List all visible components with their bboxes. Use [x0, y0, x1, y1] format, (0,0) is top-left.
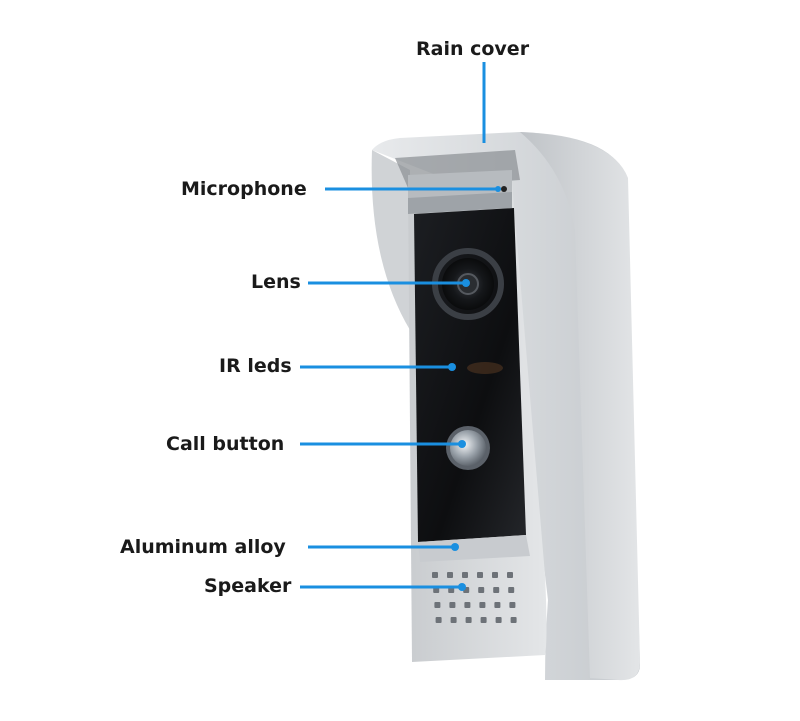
speaker-hole: [494, 602, 501, 608]
callout-dot-ir-leds: [448, 363, 456, 371]
label-call-button: Call button: [166, 433, 285, 455]
speaker-grille: [432, 572, 517, 623]
call-button-cap: [450, 430, 486, 466]
callout-dot-call-button: [458, 440, 466, 448]
label-lens: Lens: [251, 271, 301, 293]
speaker-hole: [492, 572, 498, 578]
speaker-hole: [434, 602, 441, 608]
ir-leds-glow: [467, 362, 503, 374]
microphone-hole: [501, 186, 507, 192]
aluminum-alloy-strip: [418, 535, 530, 562]
callout-dot-aluminum-alloy: [451, 543, 459, 551]
speaker-hole: [465, 617, 472, 623]
rain-cover-shell: [372, 132, 640, 680]
speaker-hole: [510, 617, 517, 623]
label-speaker: Speaker: [204, 575, 292, 597]
callout-dot-speaker: [458, 583, 466, 591]
speaker-hole: [480, 617, 487, 623]
speaker-hole: [462, 572, 468, 578]
callout-lines: [300, 62, 498, 589]
speaker-hole: [507, 572, 513, 578]
label-ir-leds: IR leds: [219, 355, 292, 377]
callout-dots: [448, 186, 501, 591]
speaker-hole: [432, 572, 438, 578]
speaker-hole: [450, 617, 457, 623]
speaker-hole: [495, 617, 502, 623]
callout-dot-microphone: [495, 186, 501, 192]
rain-cover-side: [520, 132, 640, 681]
speaker-hole: [449, 602, 456, 608]
speaker-hole: [508, 587, 515, 593]
rain-cover-front: [371, 150, 410, 330]
label-rain-cover: Rain cover: [416, 38, 530, 60]
callout-dot-lens: [462, 279, 470, 287]
speaker-hole: [435, 617, 442, 623]
speaker-hole: [479, 602, 486, 608]
speaker-hole: [447, 572, 453, 578]
speaker-hole: [478, 587, 485, 593]
speaker-hole: [509, 602, 516, 608]
speaker-hole: [464, 602, 471, 608]
speaker-hole: [477, 572, 483, 578]
speaker-hole: [493, 587, 500, 593]
label-aluminum-alloy: Aluminum alloy: [120, 536, 286, 558]
label-microphone: Microphone: [181, 178, 307, 200]
